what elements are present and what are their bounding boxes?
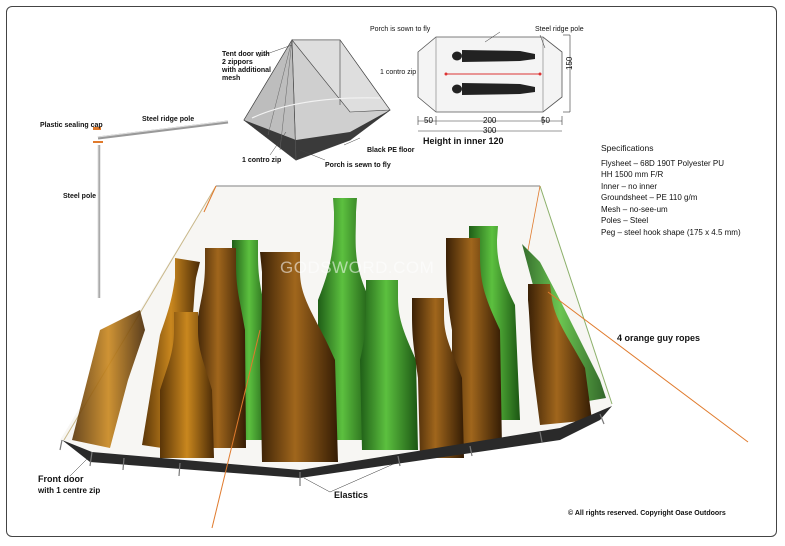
- page-frame: [6, 6, 777, 537]
- floor-plan: [417, 31, 571, 132]
- steel-ridge-pole-label: Steel ridge pole: [142, 116, 195, 123]
- guy-rope-front: [211, 329, 261, 529]
- spec-line: HH 1500 mm F/R: [601, 170, 664, 179]
- dim-total: 300: [483, 126, 497, 135]
- bottle-brown-front: [260, 252, 338, 462]
- dim-seg-mid: 200: [483, 116, 497, 125]
- spec-line: Peg – steel hook shape (175 x 4.5 mm): [601, 227, 741, 237]
- spec-line: Groundsheet – PE 110 g/m: [601, 193, 698, 202]
- plastic-cap-label: Plastic sealing cap: [40, 122, 103, 129]
- bottle-amber-front: [160, 312, 214, 458]
- spec-line: Poles – Steel: [601, 216, 649, 225]
- spec-line: Flysheet – 68D 190T Polyester PU: [601, 158, 725, 168]
- tent-base: [62, 406, 612, 478]
- sleeper-silhouettes: [452, 50, 535, 95]
- black-floor-label: Black PE floor: [367, 147, 415, 154]
- tent-sketch: [243, 38, 391, 161]
- tent-pegs: [59, 413, 605, 486]
- bottle-amber-left: [142, 258, 200, 450]
- centro-zip-bottom-label: 1 contro zip: [242, 157, 282, 164]
- steel-ridge-pole-top-label: Steel ridge pole: [535, 26, 584, 33]
- specs-title: Specifications: [601, 143, 654, 153]
- porch-bottom-label: Porch is sewn to fly: [325, 162, 391, 169]
- front-door-label: Front door: [38, 474, 84, 484]
- plastic-cap-shape: [93, 127, 101, 130]
- bottle-amber-edge: [72, 310, 145, 448]
- copyright-label: © All rights reserved. Copyright Oase Ou…: [568, 510, 726, 517]
- centro-zip-top-label: 1 contro zip: [380, 69, 417, 76]
- height-inner-label: Height in inner 120: [423, 136, 504, 146]
- bottle-brown-right: [528, 284, 592, 425]
- dim-seg-left: 50: [424, 116, 433, 125]
- guy-ropes-label: 4 orange guy ropes: [617, 333, 701, 343]
- porch-top-label: Porch is sown to fly: [370, 26, 431, 33]
- bottle-green-short: [360, 280, 418, 450]
- bottle-tent: [59, 185, 749, 529]
- specifications-block: Specifications Flysheet – 68D 190T Polye…: [601, 143, 741, 238]
- elastics-label: Elastics: [334, 490, 369, 500]
- spec-line: Inner – no inner: [601, 181, 658, 191]
- tent-door-label: Tent door with 2 zippors with additional…: [222, 51, 271, 82]
- steel-pole-label: Steel pole: [63, 193, 97, 200]
- dim-width: 150: [565, 56, 574, 70]
- spec-line: Mesh – no-see-um: [601, 204, 668, 214]
- steel-ridge-pole-drawing: [93, 120, 229, 298]
- watermark: GODSWORD.COM: [280, 258, 435, 277]
- guy-rope-right: [547, 291, 749, 443]
- front-door-zip-label: with 1 centre zip: [38, 486, 101, 495]
- bottle-brown-mid: [412, 298, 464, 458]
- dim-seg-right: 50: [541, 116, 550, 125]
